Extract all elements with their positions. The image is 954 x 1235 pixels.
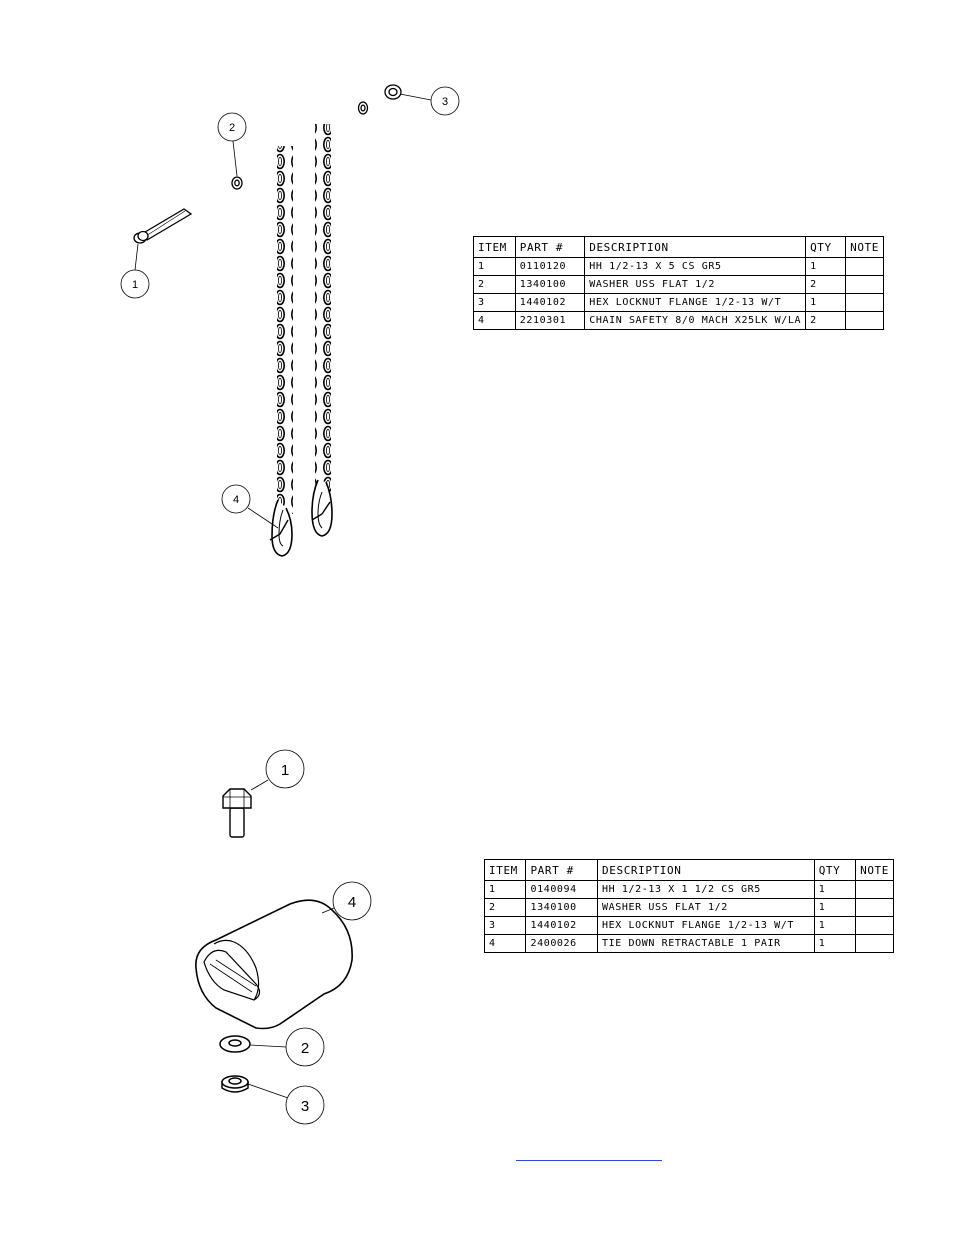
cell-note — [855, 916, 894, 935]
column-header-part: PART # — [514, 236, 586, 258]
cell-note — [845, 311, 884, 330]
cell-qty: 1 — [805, 257, 847, 276]
callout-bottom-4-label: 4 — [348, 894, 356, 911]
table-row: 4 2210301 CHAIN SAFETY 8/0 MACH X25LK W/… — [473, 311, 884, 330]
washer-part-bottom — [219, 1035, 251, 1053]
locknut-part-bottom — [221, 1075, 249, 1093]
cell-description: HEX LOCKNUT FLANGE 1/2-13 W/T — [584, 293, 807, 312]
cell-qty: 2 — [805, 275, 847, 294]
cell-note — [845, 293, 884, 312]
callout-bottom-3: 3 — [247, 1083, 325, 1125]
cell-part: 2400026 — [525, 934, 599, 953]
table-row: 2 1340100 WASHER USS FLAT 1/2 1 — [483, 898, 894, 917]
cell-part: 0110120 — [514, 257, 586, 276]
callout-top-2: 2 — [217, 112, 247, 177]
cell-description: HEX LOCKNUT FLANGE 1/2-13 W/T — [597, 916, 815, 935]
cell-qty: 1 — [813, 934, 857, 953]
column-header-description: DESCRIPTION — [584, 236, 807, 258]
cell-description: WASHER USS FLAT 1/2 — [584, 275, 807, 294]
callout-top-2-label: 2 — [229, 122, 235, 134]
cell-qty: 1 — [805, 293, 847, 312]
cell-part: 1440102 — [514, 293, 586, 312]
cell-note — [845, 257, 884, 276]
cell-description: WASHER USS FLAT 1/2 — [597, 898, 815, 917]
cell-part: 0140094 — [525, 880, 599, 899]
column-header-qty: QTY — [805, 236, 847, 258]
cell-item: 3 — [483, 916, 527, 935]
table-row: 2 1340100 WASHER USS FLAT 1/2 2 — [473, 275, 884, 294]
column-header-item: ITEM — [483, 859, 527, 881]
tie-down-part — [195, 899, 353, 1030]
callout-bottom-1-label: 1 — [281, 762, 289, 779]
locknut-part-top — [384, 84, 402, 100]
cell-qty: 2 — [805, 311, 847, 330]
cell-note — [845, 275, 884, 294]
bolt-short-part — [222, 788, 252, 838]
callout-top-1: 1 — [120, 243, 150, 299]
cell-note — [855, 934, 894, 953]
callout-bottom-1: 1 — [250, 749, 305, 791]
cell-description: HH 1/2-13 X 5 CS GR5 — [584, 257, 807, 276]
column-header-part: PART # — [525, 859, 599, 881]
safety-chain-right — [311, 124, 333, 537]
column-header-note: NOTE — [845, 236, 884, 258]
column-header-qty: QTY — [813, 859, 857, 881]
cell-item: 4 — [473, 311, 516, 330]
cell-part: 2210301 — [514, 311, 586, 330]
footer-link[interactable] — [516, 1146, 662, 1161]
table-header-row: ITEM PART # DESCRIPTION QTY NOTE — [483, 859, 894, 881]
cell-item: 2 — [473, 275, 516, 294]
cell-qty: 1 — [813, 916, 857, 935]
cell-item: 3 — [473, 293, 516, 312]
cell-qty: 1 — [813, 898, 857, 917]
cell-description: TIE DOWN RETRACTABLE 1 PAIR — [597, 934, 815, 953]
cell-description: HH 1/2-13 X 1 1/2 CS GR5 — [597, 880, 815, 899]
callout-bottom-2: 2 — [249, 1027, 325, 1067]
callout-bottom-3-label: 3 — [301, 1098, 309, 1115]
callout-top-3: 3 — [399, 86, 460, 116]
bill-of-materials-bottom: ITEM PART # DESCRIPTION QTY NOTE 1 01400… — [483, 859, 894, 953]
cell-part: 1440102 — [525, 916, 599, 935]
table-row: 4 2400026 TIE DOWN RETRACTABLE 1 PAIR 1 — [483, 934, 894, 953]
table-header-row: ITEM PART # DESCRIPTION QTY NOTE — [473, 236, 884, 258]
bill-of-materials-top: ITEM PART # DESCRIPTION QTY NOTE 1 01101… — [473, 236, 884, 330]
callout-bottom-4: 4 — [321, 881, 372, 921]
column-header-note: NOTE — [855, 859, 894, 881]
cell-item: 4 — [483, 934, 527, 953]
table-row: 1 0110120 HH 1/2-13 X 5 CS GR5 1 — [473, 257, 884, 276]
cell-note — [855, 898, 894, 917]
column-header-description: DESCRIPTION — [597, 859, 815, 881]
bolt-long-part — [133, 208, 193, 244]
callout-top-4: 4 — [221, 484, 279, 529]
cell-description: CHAIN SAFETY 8/0 MACH X25LK W/LA — [584, 311, 807, 330]
callout-top-4-label: 4 — [233, 494, 239, 506]
cell-item: 1 — [483, 880, 527, 899]
callout-top-3-label: 3 — [442, 96, 448, 108]
washer-part-top — [231, 176, 243, 190]
callout-top-1-label: 1 — [132, 279, 138, 291]
table-row: 3 1440102 HEX LOCKNUT FLANGE 1/2-13 W/T … — [473, 293, 884, 312]
cell-qty: 1 — [813, 880, 857, 899]
safety-chain-left — [269, 146, 293, 557]
cell-item: 1 — [473, 257, 516, 276]
washer-part-top-2 — [357, 101, 369, 115]
cell-note — [855, 880, 894, 899]
callout-bottom-2-label: 2 — [301, 1040, 309, 1057]
table-row: 1 0140094 HH 1/2-13 X 1 1/2 CS GR5 1 — [483, 880, 894, 899]
cell-part: 1340100 — [514, 275, 586, 294]
cell-item: 2 — [483, 898, 527, 917]
table-row: 3 1440102 HEX LOCKNUT FLANGE 1/2-13 W/T … — [483, 916, 894, 935]
column-header-item: ITEM — [473, 236, 516, 258]
cell-part: 1340100 — [525, 898, 599, 917]
